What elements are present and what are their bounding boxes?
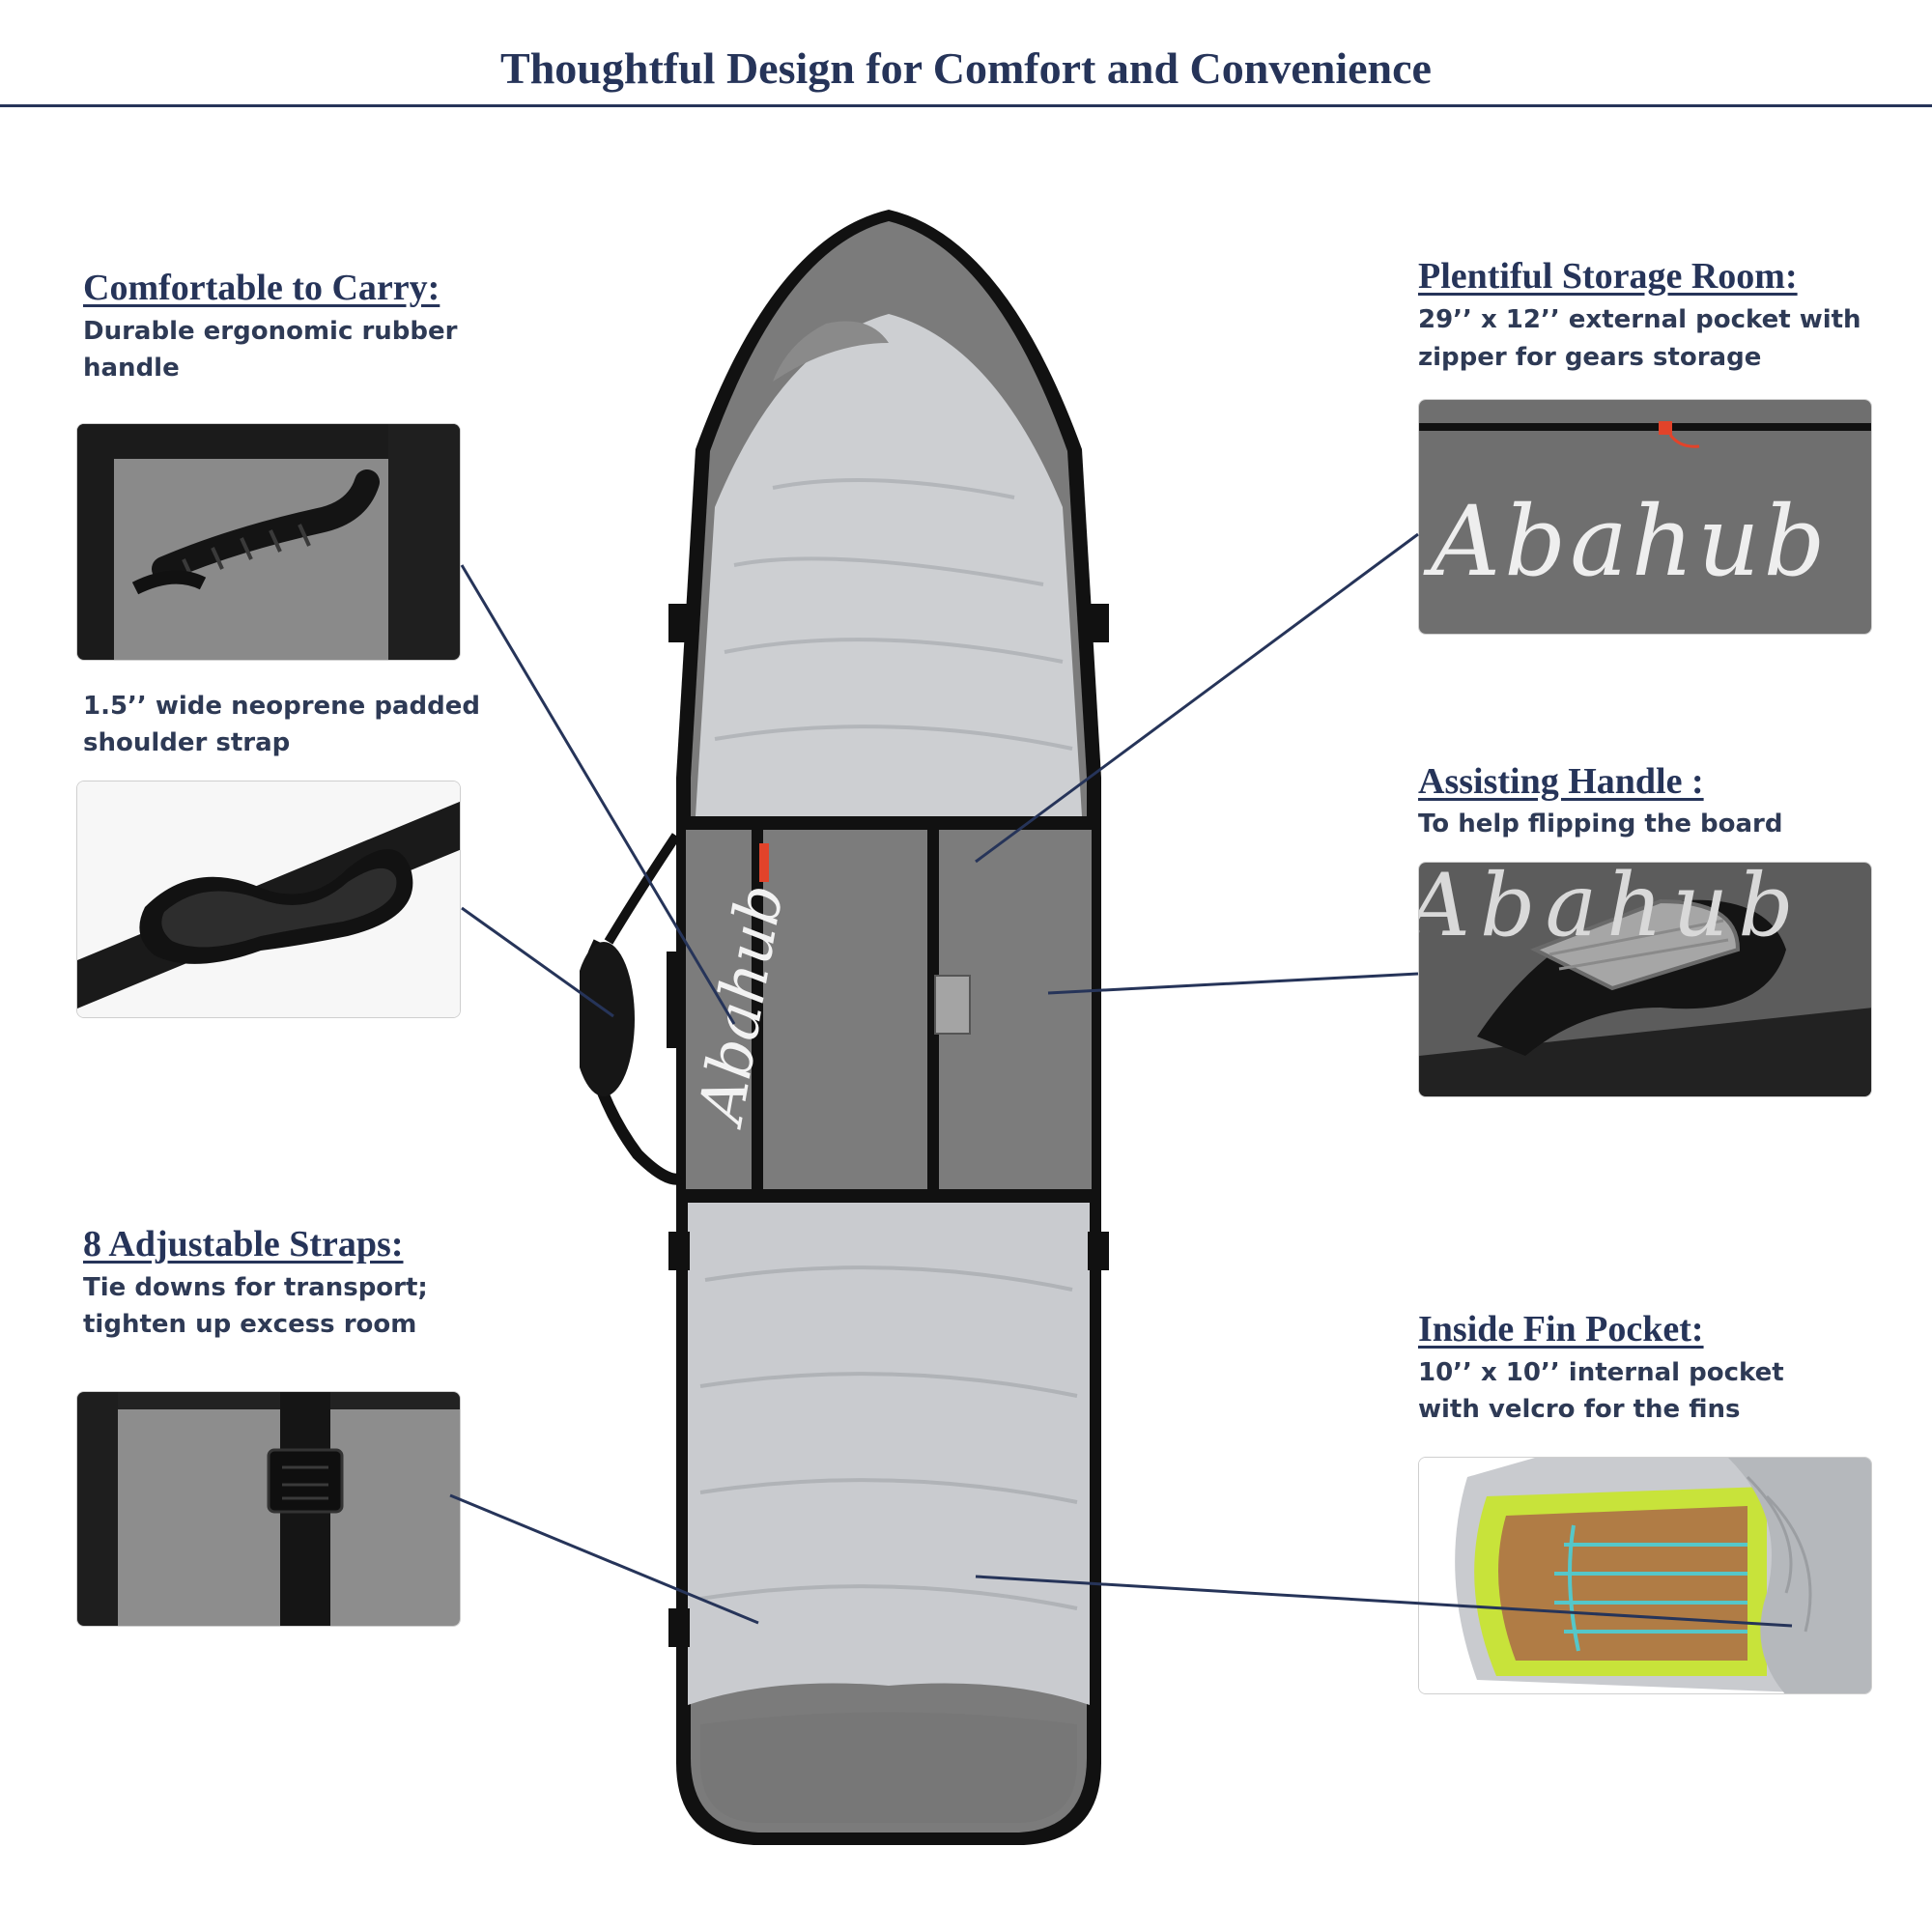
shoulder-strap-photo: [76, 781, 461, 1018]
adjust-desc-line-2: tighten up excess room: [83, 1310, 417, 1339]
carry-desc-line-2: handle: [83, 354, 180, 383]
fin-heading: Inside Fin Pocket:: [1418, 1309, 1704, 1350]
adjust-heading: 8 Adjustable Straps:: [83, 1224, 404, 1264]
adjust-desc-line-1: Tie downs for transport;: [83, 1273, 428, 1302]
external-pocket-photo: Abahub: [1418, 399, 1872, 635]
assist-desc-line-1: To help flipping the board: [1418, 810, 1783, 838]
rubber-handle-photo: [76, 423, 461, 661]
carry-desc-line-1: Durable ergonomic rubber: [83, 317, 458, 346]
carry-heading: Comfortable to Carry:: [83, 268, 440, 308]
fin-desc-line-2: with velcro for the fins: [1418, 1395, 1741, 1424]
strap-desc-line-2: shoulder strap: [83, 728, 291, 757]
assisting-handle-photo: Abahub: [1418, 862, 1872, 1097]
handle-photo-brand-logo: Abahub: [1418, 862, 1804, 956]
strap-desc-line-1: 1.5’’ wide neoprene padded: [83, 692, 480, 721]
storage-desc-line-2: zipper for gears storage: [1418, 343, 1762, 372]
pocket-brand-logo: Abahub: [1431, 485, 1830, 598]
title-divider: [0, 104, 1932, 107]
board-bag-product-image: Abahub: [580, 198, 1198, 1850]
fin-pocket-photo: [1418, 1457, 1872, 1694]
storage-desc-line-1: 29’’ x 12’’ external pocket with: [1418, 305, 1861, 334]
adjustable-strap-photo: [76, 1391, 461, 1627]
page-title: Thoughtful Design for Comfort and Conven…: [500, 43, 1432, 93]
assist-heading: Assisting Handle :: [1418, 761, 1704, 802]
fin-desc-line-1: 10’’ x 10’’ internal pocket: [1418, 1358, 1784, 1387]
storage-heading: Plentiful Storage Room:: [1418, 256, 1798, 297]
